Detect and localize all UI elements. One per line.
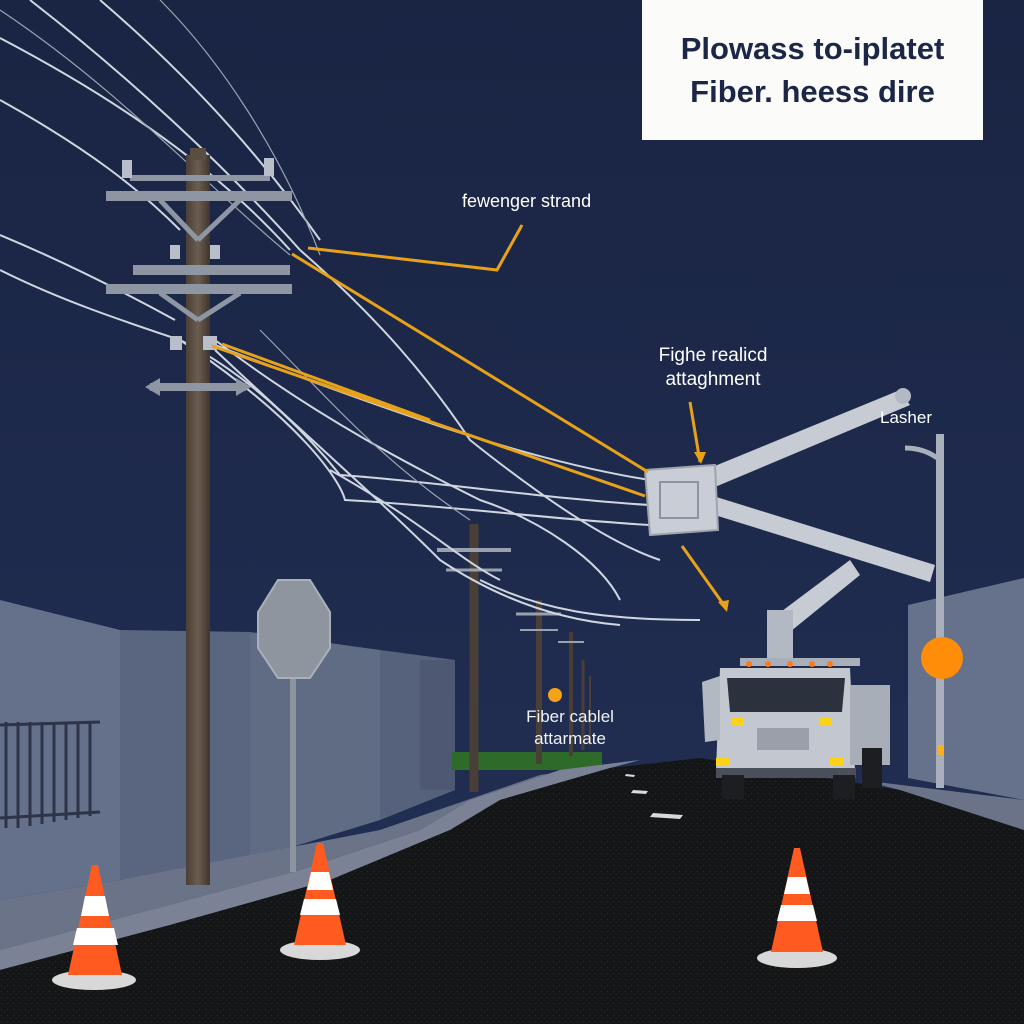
street-light bbox=[904, 434, 963, 788]
leader-lower-wire bbox=[221, 342, 431, 422]
label-attachment: Fighe realicd attaghment bbox=[648, 344, 778, 392]
grass-strip bbox=[452, 752, 602, 770]
overhead-wires bbox=[0, 0, 701, 626]
bucket-truck bbox=[643, 388, 935, 799]
leader-strand-to-box bbox=[291, 252, 649, 474]
distant-beacon bbox=[548, 688, 562, 702]
label-attachment-line1: Fighe realicd bbox=[658, 345, 768, 366]
label-messenger-strand: fewenger strand bbox=[462, 191, 592, 211]
title-box: Plowass to-iplatet Fiber. heess dire bbox=[642, 0, 983, 140]
label-fiber-cable-line2: attarmate bbox=[534, 729, 606, 748]
distant-utility-poles bbox=[437, 524, 591, 792]
label-attachment-line2: attaghment bbox=[665, 369, 761, 390]
label-fiber-cable-line1: Fiber cablel bbox=[526, 707, 614, 726]
label-fiber-cable: Fiber cablel attarmate bbox=[520, 706, 620, 750]
lane-markings bbox=[625, 774, 683, 819]
leader-attachment-arrowhead bbox=[694, 452, 706, 464]
traffic-cone-right bbox=[757, 848, 837, 968]
leader-lasher-arrow bbox=[680, 545, 728, 609]
leader-lasher-arrowhead bbox=[718, 600, 729, 612]
right-sidewalk bbox=[860, 780, 1024, 830]
title-line-2: Fiber. heess dire bbox=[690, 74, 935, 109]
label-lasher: Lasher bbox=[880, 408, 932, 427]
leader-messenger-strand bbox=[307, 224, 524, 272]
main-utility-pole bbox=[106, 148, 292, 885]
overhead-wires-thin bbox=[0, 0, 471, 521]
fence bbox=[0, 720, 101, 828]
traffic-cone-left bbox=[52, 865, 136, 990]
traffic-cone-middle bbox=[280, 843, 360, 960]
title-line-1: Plowass to-iplatet bbox=[680, 31, 945, 66]
right-building bbox=[908, 578, 1024, 800]
annotation-leader-lines bbox=[211, 224, 729, 612]
road-sign bbox=[257, 579, 331, 872]
